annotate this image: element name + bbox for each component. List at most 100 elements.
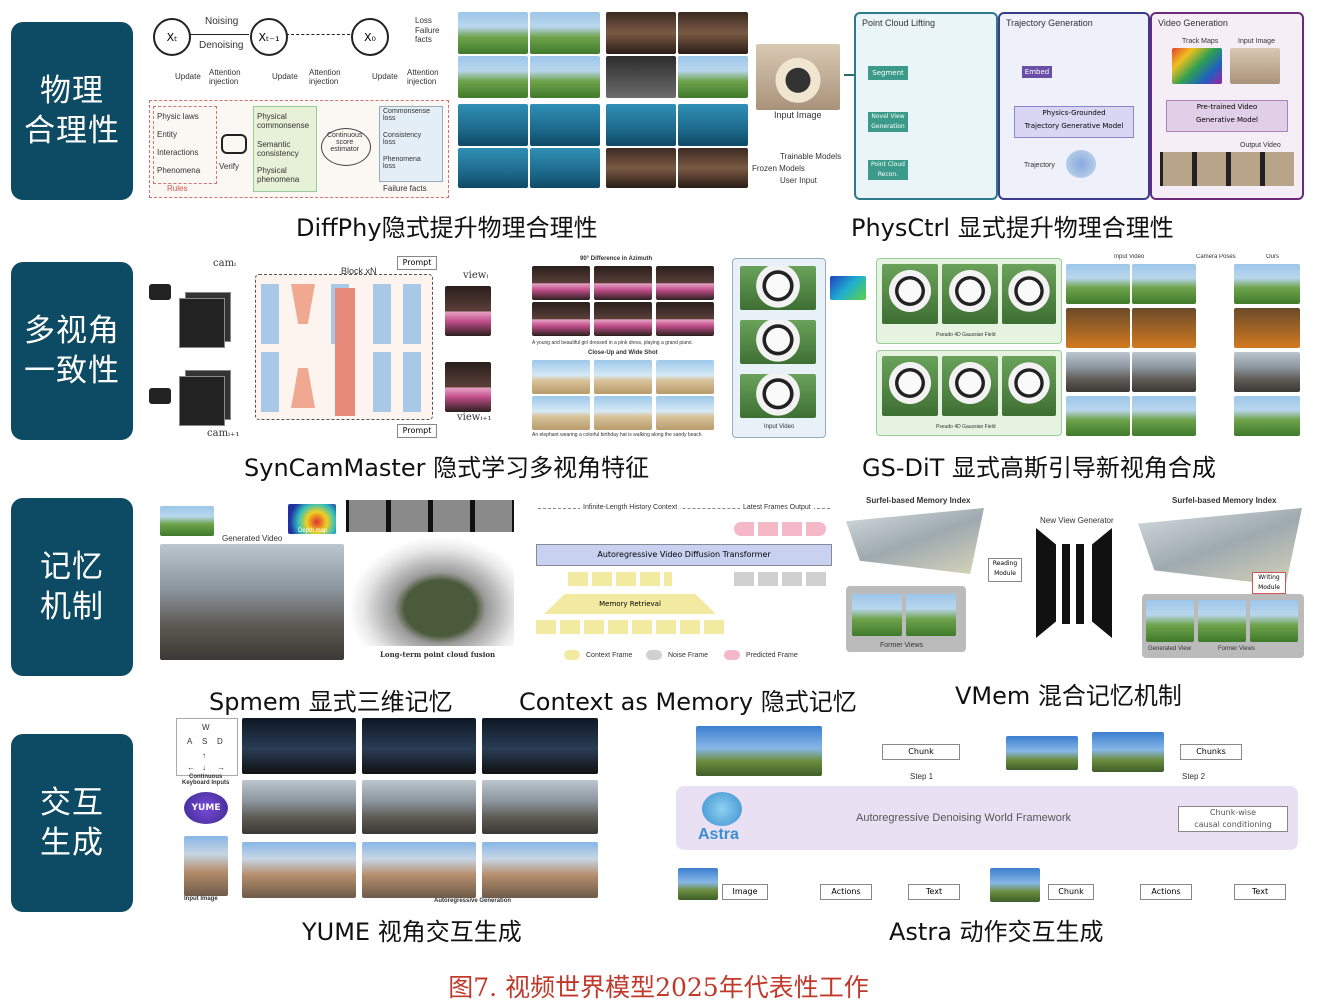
astra-bottom-text-box-2: Text: [1234, 884, 1286, 900]
astra-diagram: Chunk Step 1 Chunks Step 2 Astra Autoreg…: [670, 716, 1302, 912]
row-label-multiview: 多视角 一致性: [11, 262, 133, 440]
legend-user-input: User Input: [780, 176, 817, 185]
astra-conditioning-box: Chunk-wise causal conditioning: [1178, 806, 1288, 832]
output-filmstrip: [1160, 152, 1294, 186]
astra-step-2: Step 2: [1182, 772, 1206, 781]
view-top-label: viewᵢ: [463, 270, 489, 281]
astra-framework-label: Autoregressive Denoising World Framework: [856, 812, 1071, 824]
traj-model-box: Physics-Grounded Trajectory Generative M…: [1014, 106, 1134, 138]
cam-top-label: camᵢ: [213, 258, 237, 269]
estimator-ellipse: [321, 128, 371, 166]
yume-autoregressive-label: Autoregressive Generation: [434, 898, 512, 904]
yume-diagram: W A S D ↑ ← ↓ → Continuous Keyboard Inpu…: [174, 714, 602, 908]
segment-box: Segment: [868, 66, 908, 80]
mid-physical-phenomena: Physical phenomena: [257, 166, 300, 184]
context-diagram: Infinite-Length History Context Latest F…: [534, 498, 836, 668]
mid-box: [253, 106, 317, 192]
gsdit-flow-field: [830, 276, 866, 300]
diffphy-image-grid: [458, 12, 748, 194]
section-trajectory-generation: Trajectory Generation: [1006, 18, 1093, 28]
embed-box: Embed: [1022, 66, 1052, 78]
verify-label: Verify: [219, 162, 240, 171]
spmem-thumb: [160, 506, 214, 536]
vmem-index-left: Surfel-based Memory Index: [866, 496, 971, 505]
spmem-fusion-label: Long-term point cloud fusion: [380, 650, 496, 659]
legend-frozen: Frozen Models: [752, 164, 805, 173]
caption-spmem: Spmem 显式三维记忆: [209, 688, 453, 716]
vmem-diagram: Surfel-based Memory Index Surfel-based M…: [842, 494, 1306, 670]
mid-physical-commonsense: Physical commonsense: [257, 112, 310, 130]
rabbit-frame-1: [458, 12, 528, 54]
spmem-depth-label: Depth map: [298, 528, 328, 534]
track-maps-label: Track Maps: [1182, 38, 1219, 45]
caption-syncam: SynCamMaster 隐式学习多视角特征: [244, 454, 650, 482]
caption-diffphy: DiffPhy隐式提升物理合理性: [296, 214, 598, 242]
history-label: Infinite-Length History Context: [580, 504, 681, 511]
prompt-box-top: Prompt: [397, 256, 437, 270]
vmem-index-right: Surfel-based Memory Index: [1172, 496, 1277, 505]
attention-label-3: Attention injection: [407, 68, 439, 86]
figure-caption: 图7. 视频世界模型2025年代表性工作: [448, 973, 869, 1002]
track-maps-image: [1172, 48, 1222, 84]
astra-chunk-box-1: Chunk: [882, 744, 960, 760]
water-frame-3: [458, 148, 528, 188]
pretrained-box: Pre-trained Video Generative Model: [1166, 100, 1288, 132]
astra-frame-2: [1006, 736, 1078, 770]
rabbit-frame-2: [530, 12, 600, 54]
toy-frame-4: [678, 148, 748, 188]
astra-frame-3: [1092, 732, 1164, 772]
row-label-physics: 物理 合理性: [11, 22, 133, 200]
rule-phenomena: Phenomena: [157, 166, 201, 175]
failure-label: Failure facts: [415, 26, 440, 44]
estimator-label: Continuous score estimator: [327, 132, 363, 153]
yume-input-label: Input Image: [184, 896, 218, 902]
caption-physctrl: PhysCtrl 显式提升物理合理性: [851, 214, 1174, 242]
physctrl-diagram: Input Image Trainable Models Frozen Mode…: [752, 10, 1304, 200]
node-xt: Xₜ: [153, 18, 191, 56]
attention-label-2: Attention injection: [309, 68, 341, 86]
failure-facts-label: Failure facts: [383, 184, 427, 193]
vmem-former-label: Former Views: [880, 642, 924, 649]
rules-label: Rules: [167, 184, 188, 193]
vmem-surfel-left: [846, 508, 984, 574]
diff-azimuth-label: 90° Difference in Azimuth: [580, 256, 653, 262]
toy-frame-3: [606, 148, 676, 188]
rule-interactions: Interactions: [157, 148, 199, 157]
attention-label-1: Attention injection: [209, 68, 241, 86]
spmem-filmstrip: [346, 500, 514, 532]
astra-bottom-actions-box: Actions: [820, 884, 872, 900]
loss-phenomena: Phenomena loss: [383, 156, 421, 170]
caption-astra: Astra 动作交互生成: [889, 918, 1104, 946]
astra-logo: Astra: [698, 826, 739, 843]
caption-gsdit: GS-DiT 显式高斯引导新视角合成: [862, 454, 1216, 482]
penguin-input-image: [756, 44, 840, 110]
piano-caption: A young and beautiful girl dressed in a …: [532, 340, 693, 346]
closeup-label: Close-Up and Wide Shot: [588, 350, 658, 356]
input-image-label: Input Image: [774, 110, 822, 120]
update-label-1: Update: [175, 72, 201, 81]
section-point-cloud-lifting: Point Cloud Lifting: [862, 18, 936, 28]
rabbit-frame-4: [530, 56, 600, 98]
loss-consistency: Consistency loss: [383, 132, 422, 146]
prompt-box-bottom: Prompt: [397, 424, 437, 438]
dog-frame-1: [606, 12, 676, 54]
vmem-former-label-2: Former Views: [1218, 646, 1255, 652]
gsdit-header-poses: Camera Poses: [1196, 254, 1236, 260]
mid-semantic-consistency: Semantic consistency: [257, 140, 299, 158]
view-top-frames: [445, 286, 491, 336]
camera-icon-top: [149, 284, 171, 300]
water-frame-4: [530, 148, 600, 188]
vmem-generated-label: Generated View: [1148, 646, 1191, 652]
gsdit-header-input: Input Video: [1114, 254, 1145, 260]
input-image-label-2: Input Image: [1238, 38, 1275, 45]
view-bottom-frames: [445, 362, 491, 412]
keyboard-panel: W A S D ↑ ← ↓ →: [176, 718, 238, 776]
spmem-generated-label: Generated Video: [222, 534, 283, 543]
spmem-main-frame: [160, 544, 344, 660]
dog-frame-2: [678, 12, 748, 54]
spmem-depth-map: [288, 504, 336, 534]
dog-frame-3: [606, 56, 676, 98]
astra-chunks-box: Chunks: [1180, 744, 1242, 760]
view-bottom-label: viewᵢ₊₁: [457, 412, 492, 423]
elephant-caption: An elephant wearing a colorful birthday …: [532, 432, 703, 438]
